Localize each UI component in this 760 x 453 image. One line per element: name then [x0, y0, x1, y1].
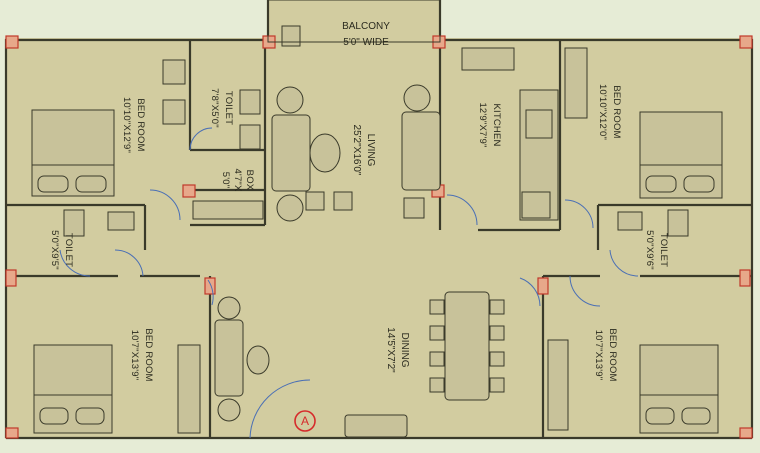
box-size: 4'7"X — [232, 168, 243, 192]
toilet-top-name: TOILET — [223, 91, 234, 125]
dining-size: 14'5"X7'2" — [385, 327, 396, 373]
bed-bottom-left-name: BED ROOM — [143, 328, 154, 381]
bed-bottom-right-name: BED ROOM — [607, 328, 618, 381]
dining-table — [429, 291, 505, 401]
living-furniture — [271, 84, 441, 222]
bed-top-right-name: BED ROOM — [611, 85, 622, 138]
lounge-furniture — [214, 296, 270, 422]
toilet-right-size: 5'0"X9'6" — [644, 230, 655, 270]
bed-bottom-left — [33, 344, 113, 434]
bed-top-left — [31, 109, 115, 197]
kitchen-name: KITCHEN — [491, 103, 502, 146]
label-bed-bottom-left: BED ROOM 10'7"X13'9" — [129, 328, 154, 381]
bed-top-left-name: BED ROOM — [135, 98, 146, 151]
label-living: LIVING 25'2"X16'0" — [351, 125, 376, 176]
kitchen-fixtures — [461, 47, 559, 221]
box-name: BOX — [244, 170, 255, 191]
balcony-name: BALCONY — [342, 21, 390, 32]
label-bed-top-right: BED ROOM 10'10"X12'0" — [597, 84, 622, 140]
toilet-left-size: 5'0"X9'5" — [49, 230, 60, 270]
wardrobes — [177, 47, 588, 434]
bed-top-right — [639, 111, 723, 199]
label-dining: DINING 14'5"X7'2" — [385, 327, 410, 373]
balcony-rail — [267, 0, 441, 43]
toilet-top-size: 7'8"X5'0" — [209, 88, 220, 128]
flat-floor — [6, 38, 752, 438]
balcony-size: 5'0" WIDE — [343, 37, 389, 48]
sanitary-fixtures — [63, 25, 689, 438]
label-bed-bottom-right: BED ROOM 10'7"X13'9" — [593, 328, 618, 381]
entry-marker-letter: A — [301, 414, 309, 428]
living-name: LIVING — [365, 134, 376, 167]
toilet-right-name: TOILET — [658, 233, 669, 267]
label-box: BOX 4'7"X 5'0" — [220, 168, 255, 192]
living-size: 25'2"X16'0" — [351, 125, 362, 176]
interior-walls — [6, 40, 752, 438]
label-toilet-right: TOILET 5'0"X9'6" — [644, 230, 669, 270]
dining-name: DINING — [399, 333, 410, 368]
label-toilet-left: TOILET 5'0"X9'5" — [49, 230, 74, 270]
label-bed-top-left: BED ROOM 10'10"X12'9" — [121, 97, 146, 153]
bed-top-left-size: 10'10"X12'9" — [121, 97, 132, 153]
kitchen-size: 12'9"X7'9" — [477, 102, 488, 147]
bed-bottom-right — [639, 344, 719, 434]
box-size-2: 5'0" — [220, 172, 231, 189]
bed-bottom-left-size: 10'7"X13'9" — [129, 330, 140, 381]
entry-marker: A — [294, 410, 316, 432]
bed-top-right-size: 10'10"X12'0" — [597, 84, 608, 140]
label-balcony: BALCONY 5'0" WIDE — [342, 21, 390, 48]
label-kitchen: KITCHEN 12'9"X7'9" — [477, 102, 502, 147]
bed-bottom-right-size: 10'7"X13'9" — [593, 330, 604, 381]
label-toilet-top: TOILET 7'8"X5'0" — [209, 88, 234, 128]
toilet-left-name: TOILET — [63, 233, 74, 267]
